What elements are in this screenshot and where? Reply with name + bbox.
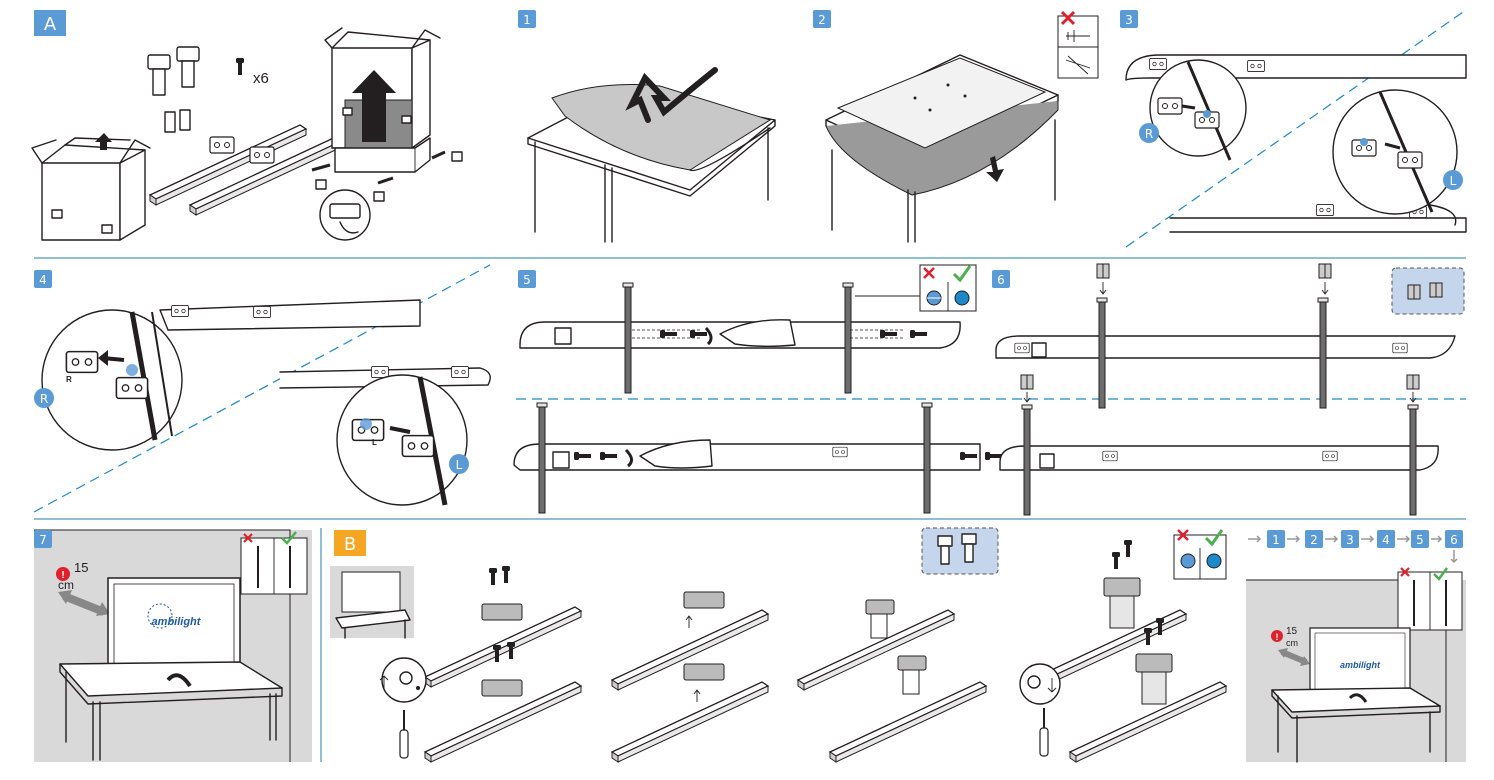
step-3-label: 3 (1125, 13, 1133, 27)
cross-icon (1400, 567, 1410, 577)
step-1-label: 1 (523, 13, 531, 27)
step-4: 4 R R L L (33, 264, 491, 513)
distance-value: 15 (1286, 626, 1298, 637)
step-1-badge (518, 10, 536, 28)
step-4-badge (34, 270, 52, 288)
screw-icon (236, 58, 244, 75)
check-icon (281, 531, 297, 545)
left-side-badge (449, 454, 469, 474)
check-icon (1433, 567, 1449, 581)
sequence-step: 2 (1310, 533, 1318, 547)
step-3-badge (1120, 10, 1138, 28)
step-6-badge (992, 270, 1010, 288)
screwdriver-icon (1039, 708, 1049, 757)
distance-value: 15 (74, 560, 88, 575)
shipping-box-icon (31, 133, 151, 241)
step-2: 2 (813, 10, 1099, 243)
right-side-badge (1139, 123, 1159, 143)
step-3: 3 R L (1120, 9, 1467, 248)
svg-text:R: R (40, 392, 48, 406)
warning-icon: ! (56, 567, 70, 581)
svg-text:R: R (1145, 127, 1153, 141)
cross-icon (243, 533, 253, 543)
unboxing-icon (311, 27, 463, 241)
step-7-badge (34, 530, 52, 548)
section-a: A x6 (31, 10, 463, 241)
section-a-badge (34, 10, 66, 36)
svg-text:L: L (1450, 174, 1457, 188)
svg-text:L: L (456, 458, 463, 472)
sequence-step: 1 (1272, 533, 1280, 547)
distance-unit: cm (1286, 638, 1298, 648)
ambilight-logo: ambilight (1340, 660, 1381, 670)
sequence-step: 5 (1416, 533, 1424, 547)
sequence-step: 3 (1346, 533, 1354, 547)
left-side-badge (1443, 170, 1463, 190)
clip-icon (164, 109, 191, 133)
cross-icon (1060, 10, 1076, 26)
sequence-step: 4 (1382, 533, 1390, 547)
sequence-step: 6 (1450, 533, 1458, 547)
step-1: 1 (518, 10, 776, 243)
stand-neck-icon (147, 46, 200, 96)
ambilight-logo: ambilight (152, 616, 202, 628)
step-7-label: 7 (39, 533, 47, 547)
svg-text:!: ! (61, 570, 64, 581)
screwdriver-icon (399, 710, 409, 759)
check-icon (1204, 529, 1224, 547)
section-b: B (330, 527, 1227, 763)
cross-icon (923, 267, 935, 279)
check-icon (952, 265, 972, 283)
step-6-label: 6 (997, 273, 1005, 287)
step-5-badge (518, 270, 536, 288)
step-sequence: 1 2 3 4 5 6 ! 15 cm ambi (1246, 530, 1466, 763)
svg-text:L: L (372, 438, 377, 447)
step-2-label: 2 (818, 13, 826, 27)
section-a-label: A (44, 14, 57, 35)
screw-count: x6 (253, 70, 269, 87)
step-6: 6 (992, 263, 1465, 516)
distance-unit: cm (58, 578, 74, 592)
step-4-label: 4 (39, 273, 47, 287)
right-side-badge (34, 388, 54, 408)
step-7: 7 ! 15 cm ambilight (34, 529, 312, 762)
step-5-label: 5 (523, 273, 531, 287)
section-b-badge (334, 530, 366, 556)
section-b-label: B (344, 534, 356, 555)
svg-text:!: ! (1276, 632, 1279, 642)
svg-text:R: R (66, 375, 72, 384)
warning-icon: ! (1271, 630, 1283, 642)
step-5: 5 (513, 264, 1466, 514)
step-2-badge (813, 10, 831, 28)
cross-icon (1177, 529, 1189, 541)
